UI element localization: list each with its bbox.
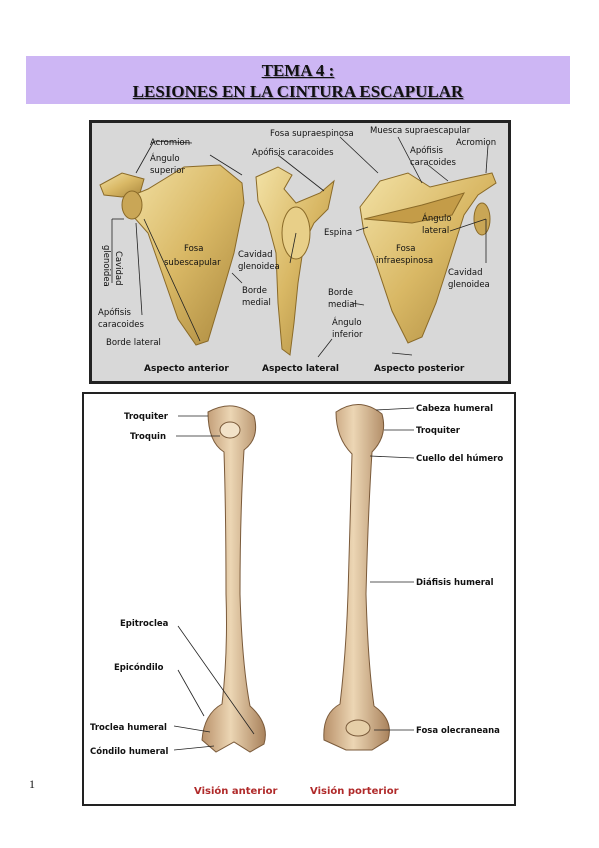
label-apofisis-left-2: caracoides: [98, 320, 144, 330]
label-fosa-supraespinosa: Fosa supraespinosa: [270, 129, 354, 139]
title-banner: TEMA 4 : LESIONES EN LA CINTURA ESCAPULA…: [26, 56, 570, 104]
label-cavidad-glenoidea-right-1: Cavidad: [448, 268, 483, 278]
label-borde-medial-anterior-1: Borde: [242, 286, 267, 296]
label-angulo-superior-1: Ángulo: [150, 152, 180, 164]
label-borde-medial-posterior-2: medial: [328, 300, 357, 310]
label-troquiter-left: Troquiter: [124, 412, 169, 422]
humerus-illustration: Troquiter Troquin Epitroclea Epicóndilo …: [90, 404, 503, 797]
label-troquin: Troquin: [130, 432, 166, 442]
scapula-illustration: Acromion Ángulo superior Cavidad glenoid…: [98, 126, 497, 374]
title-line-1: TEMA 4 :: [261, 61, 335, 80]
label-cavidad-glenoidea-mid-2: glenoidea: [238, 262, 280, 272]
label-muesca-supraescapular: Muesca supraescapular: [370, 126, 471, 136]
humerus-leader-lines: [173, 407, 415, 751]
label-angulo-lateral-1: Ángulo: [422, 212, 452, 224]
label-angulo-superior-2: superior: [150, 166, 185, 176]
humerus-anterior-bone: [201, 405, 266, 753]
label-cavidad-glenoidea-vertical-1: Cavidad: [113, 251, 123, 286]
label-apofisis-caracoides-mid: Apófisis caracoides: [252, 147, 334, 158]
label-cuello-del-humero: Cuello del húmero: [416, 454, 503, 464]
label-fosa-infraespinosa-1: Fosa: [396, 244, 415, 254]
label-angulo-inferior-2: inferior: [332, 330, 363, 340]
label-apofisis-left-1: Apófisis: [98, 307, 132, 318]
label-cavidad-glenoidea-vertical-2: glenoidea: [101, 245, 111, 287]
label-espina: Espina: [324, 228, 352, 238]
page-number: 1: [29, 777, 35, 791]
caption-vision-posterior: Visión porterior: [310, 785, 399, 797]
label-apofisis-right-1: Apófisis: [410, 145, 444, 156]
label-fosa-infraespinosa-2: infraespinosa: [376, 256, 433, 266]
scapula-leader-lines: [111, 136, 489, 358]
label-cabeza-humeral: Cabeza humeral: [416, 404, 493, 414]
label-acromion-right: Acromion: [456, 138, 496, 148]
label-epicondilo: Epicóndilo: [114, 662, 164, 673]
label-cavidad-glenoidea-right-2: glenoidea: [448, 280, 490, 290]
scapula-figure: Acromion Ángulo superior Cavidad glenoid…: [89, 120, 511, 384]
scapula-posterior-bone: [359, 172, 497, 344]
label-diafisis-humeral: Diáfisis humeral: [416, 578, 494, 588]
label-fosa-olecraneana: Fosa olecraneana: [416, 726, 500, 736]
label-troquiter-right: Troquiter: [416, 426, 461, 436]
humerus-figure: Troquiter Troquin Epitroclea Epicóndilo …: [82, 392, 516, 806]
label-fosa-subescapular-2: subescapular: [164, 258, 221, 268]
label-angulo-inferior-1: Ángulo: [332, 316, 362, 328]
caption-vision-anterior: Visión anterior: [194, 785, 278, 797]
label-condilo-humeral: Cóndilo humeral: [90, 746, 168, 757]
label-acromion-left: Acromion: [150, 138, 190, 148]
label-apofisis-right-2: caracoides: [410, 158, 456, 168]
humerus-posterior-bone: [323, 404, 390, 751]
label-epitroclea: Epitroclea: [120, 619, 169, 629]
label-borde-medial-anterior-2: medial: [242, 298, 271, 308]
title-line-2: LESIONES EN LA CINTURA ESCAPULAR: [132, 82, 464, 101]
scapula-anterior-bone: [99, 164, 245, 346]
label-borde-medial-posterior-1: Borde: [328, 288, 353, 298]
label-cavidad-glenoidea-mid-1: Cavidad: [238, 250, 273, 260]
caption-aspecto-anterior: Aspecto anterior: [144, 364, 229, 374]
label-borde-lateral: Borde lateral: [106, 338, 161, 348]
caption-aspecto-lateral: Aspecto lateral: [262, 364, 339, 374]
caption-aspecto-posterior: Aspecto posterior: [374, 364, 465, 374]
scapula-lateral-bone: [255, 166, 335, 356]
label-angulo-lateral-2: lateral: [422, 226, 449, 236]
label-fosa-subescapular-1: Fosa: [184, 244, 203, 254]
label-troclea-humeral: Troclea humeral: [90, 723, 167, 733]
